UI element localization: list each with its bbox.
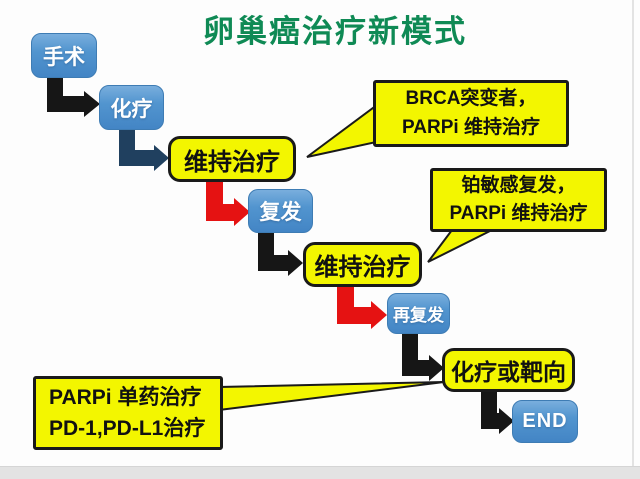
node-label: 化疗 (110, 97, 153, 121)
flow-node-maintenance-2: 维持治疗 (303, 242, 422, 287)
callout-line: BRCA突变者， (405, 88, 537, 109)
flow-node-end: END (512, 400, 578, 443)
arrow-rerelapse-to-chemotargeted-icon (402, 331, 444, 381)
callout-line: PARPi 维持治疗 (449, 203, 588, 224)
arrow-maintenance1-to-relapse-icon (206, 181, 250, 226)
node-label: 化疗或靶向 (451, 359, 566, 385)
flow-node-maintenance-1: 维持治疗 (168, 136, 296, 182)
arrow-relapse-to-maintenance2-icon (258, 231, 303, 276)
callout-parpi-monotherapy: PARPi 单药治疗 PD-1,PD-L1治疗 (33, 376, 223, 450)
node-label: 维持治疗 (314, 254, 411, 281)
callout-line: 铂敏感复发， (461, 174, 576, 196)
node-label: 再复发 (393, 306, 444, 325)
callout-line: PD-1,PD-L1治疗 (49, 417, 206, 440)
node-label: END (522, 410, 568, 432)
flow-node-relapse: 复发 (248, 189, 313, 233)
flow-node-chemo-or-targeted: 化疗或靶向 (442, 348, 575, 392)
callout-tail-brca (306, 100, 382, 158)
callout-line: PARPi 单药治疗 (49, 385, 202, 409)
flow-node-surgery: 手术 (31, 33, 97, 78)
slide-right-edge (632, 0, 634, 466)
callout-platinum-sensitive-relapse: 铂敏感复发， PARPi 维持治疗 (430, 168, 607, 232)
node-label: 维持治疗 (184, 148, 280, 176)
node-label: 手术 (43, 45, 85, 69)
flow-node-re-relapse: 再复发 (387, 293, 450, 334)
callout-tail-parpi (218, 381, 445, 412)
page-title: 卵巢癌治疗新模式 (203, 13, 467, 49)
arrow-surgery-to-chemo-icon (47, 76, 100, 117)
arrow-chemotargeted-to-end-icon (481, 391, 514, 434)
slide-bottom-gray-strip (0, 466, 640, 479)
flow-node-chemotherapy: 化疗 (99, 85, 164, 130)
arrow-maintenance2-to-rerelapse-icon (337, 285, 387, 329)
callout-brca-mutation: BRCA突变者， PARPi 维持治疗 (373, 80, 569, 147)
node-label: 复发 (259, 201, 302, 224)
callout-line: PARPi 维持治疗 (402, 116, 540, 138)
arrow-chemo-to-maintenance1-icon (119, 127, 169, 171)
callout-tail-platinum (427, 229, 493, 263)
